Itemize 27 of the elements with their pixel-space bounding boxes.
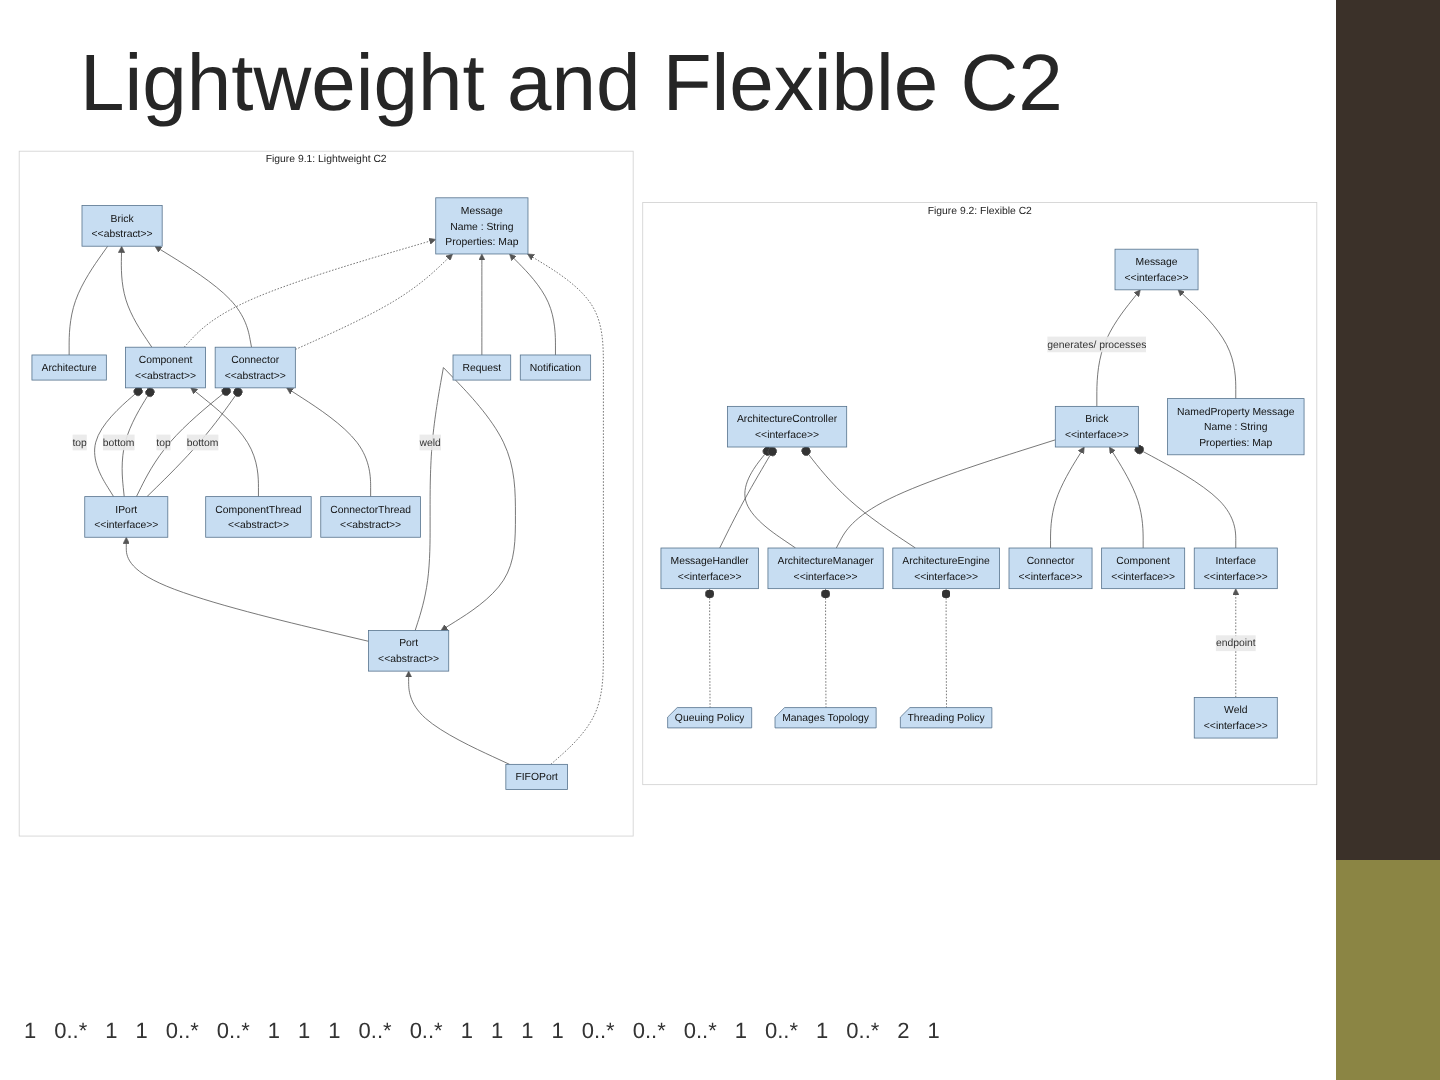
- multiplicity-label: 0..*: [846, 1020, 880, 1044]
- multiplicity-label: 1: [927, 1020, 940, 1044]
- slide-title: Lightweight and Flexible C2: [80, 38, 1063, 132]
- multiplicity-label: 0..*: [358, 1020, 392, 1044]
- connector: [68, 245, 109, 356]
- multiplicity-label: 1: [734, 1020, 747, 1044]
- multiplicity-label: 1: [24, 1020, 37, 1044]
- multiplicity-label: 0..*: [165, 1020, 199, 1044]
- multiplicity-label: 0..*: [765, 1020, 799, 1044]
- multiplicity-label: 1: [551, 1020, 564, 1044]
- multiplicity-label: 1: [460, 1020, 473, 1044]
- multiplicity-label: 1: [267, 1020, 281, 1044]
- multiplicity-label: 0..*: [216, 1020, 250, 1044]
- multiplicity-label: 0..*: [632, 1020, 666, 1044]
- multiplicity-label: 2: [897, 1020, 910, 1044]
- multiplicity-label: 1: [328, 1020, 341, 1044]
- multiplicity-label: 0..*: [581, 1020, 615, 1044]
- multiplicity-label: 1: [816, 1020, 829, 1044]
- multiplicity-label: 0..*: [54, 1020, 88, 1044]
- multiplicity-label: 0..*: [683, 1020, 717, 1044]
- multiplicity-label: 1: [298, 1020, 311, 1044]
- connector: [835, 439, 1056, 549]
- multiplicity-label: 1: [105, 1020, 118, 1044]
- multiplicity-label: 0..*: [409, 1020, 443, 1044]
- multiplicity-label: 1: [135, 1020, 148, 1044]
- multiplicity-label: 1: [490, 1020, 504, 1044]
- multiplicity-label: 1: [521, 1020, 534, 1044]
